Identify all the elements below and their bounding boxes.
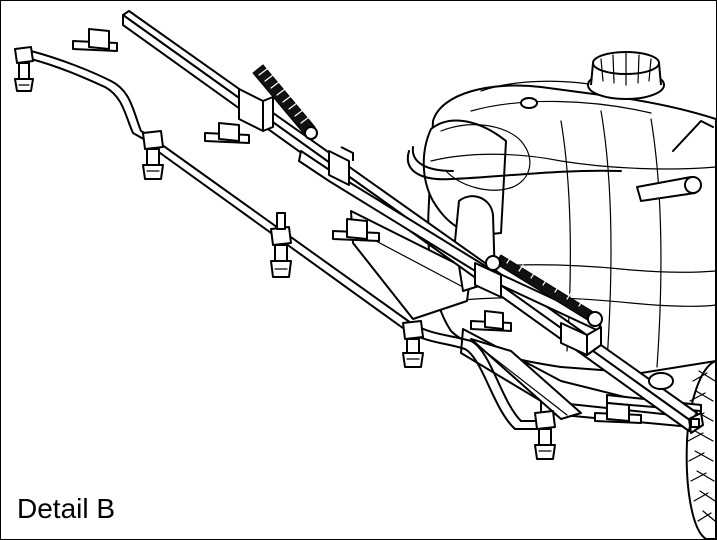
boom-bracket-4 xyxy=(560,322,602,356)
hose-clamp-3 xyxy=(332,218,380,242)
spray-hose xyxy=(30,50,542,430)
hose-clamp-1 xyxy=(72,28,118,52)
spray-tank xyxy=(406,51,716,374)
hose-clamp-4 xyxy=(594,402,642,424)
spray-nozzle-1 xyxy=(14,46,34,92)
hose-clamp-2 xyxy=(204,122,250,144)
spray-nozzle-4 xyxy=(402,320,424,368)
spray-nozzle-3 xyxy=(270,212,292,278)
boom-spring-upper xyxy=(252,64,318,140)
hose-clamp-5 xyxy=(470,310,512,332)
spray-nozzle-2 xyxy=(142,130,164,180)
boom-bracket-3 xyxy=(474,262,502,298)
boom-bracket-1 xyxy=(238,88,274,132)
spray-nozzle-5 xyxy=(534,410,556,460)
boom-spring-lower xyxy=(485,254,603,327)
wheel-hub xyxy=(648,372,674,390)
boom-bracket-2 xyxy=(328,146,354,186)
detail-label: Detail B xyxy=(17,493,116,524)
wheel-tire xyxy=(685,360,716,539)
